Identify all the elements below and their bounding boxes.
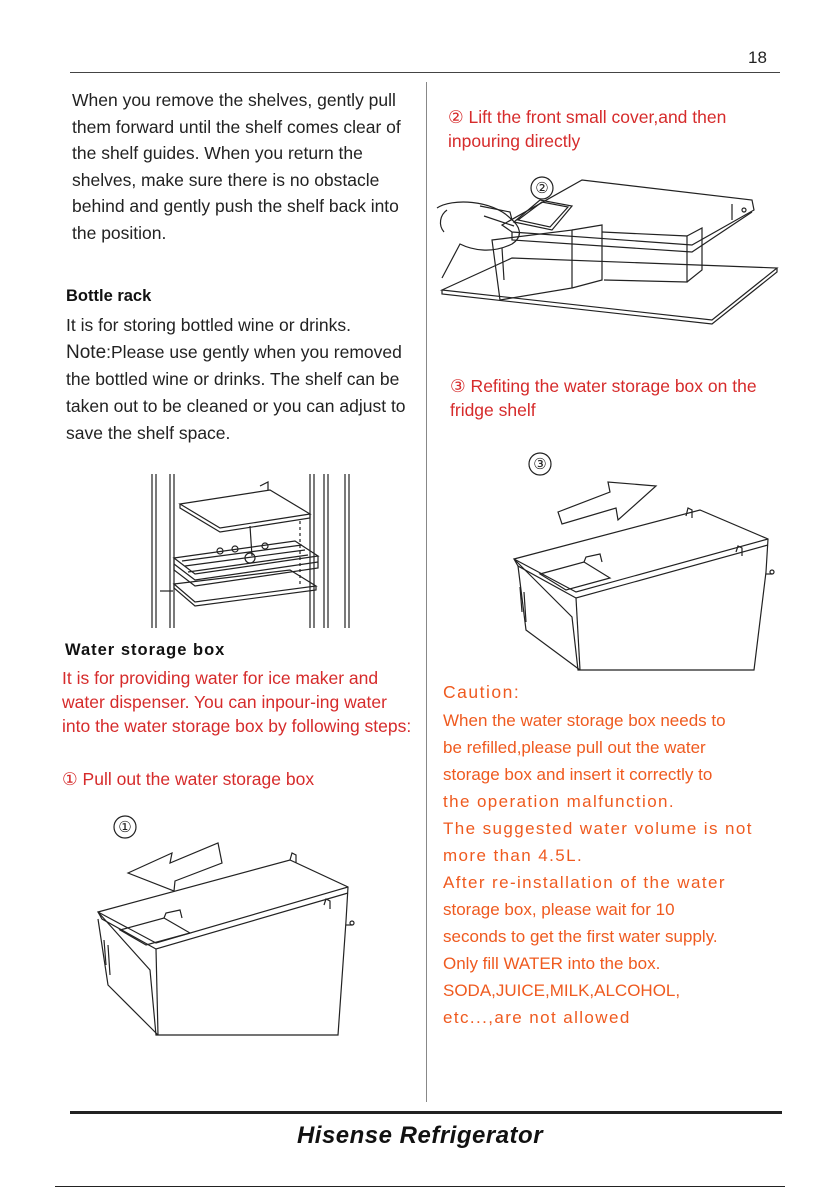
step1-illustration: ① bbox=[90, 815, 360, 1040]
caution-line: storage box, please wait for 10 bbox=[443, 900, 675, 919]
step1-text: ① Pull out the water storage box bbox=[62, 769, 315, 789]
bottle-rack-text: It is for storing bottled wine or drinks… bbox=[66, 312, 416, 447]
caution-line: When the water storage box needs to bbox=[443, 711, 726, 730]
water-storage-heading: Water storage box bbox=[65, 641, 226, 659]
caution-line: SODA,JUICE,MILK,ALCOHOL, bbox=[443, 981, 681, 1000]
caution-title: Caution: bbox=[443, 682, 521, 702]
step2-text: ② Lift the front small cover,and then in… bbox=[448, 107, 727, 151]
bottle-rack-note: Note:Please use gently when you removed … bbox=[66, 339, 416, 447]
caution-line: etc...,are not allowed bbox=[443, 1008, 631, 1027]
note-text: :Please use gently when you removed the … bbox=[66, 342, 406, 443]
bottle-rack-heading: Bottle rack bbox=[66, 287, 152, 305]
step3-text: ③ Refiting the water storage box on the … bbox=[450, 376, 757, 420]
caution-line: seconds to get the first water supply. bbox=[443, 927, 718, 946]
bottle-rack-line1: It is for storing bottled wine or drinks… bbox=[66, 315, 351, 335]
caution-line: the operation malfunction. bbox=[443, 792, 676, 811]
caution-line: be refilled,please pull out the water bbox=[443, 738, 706, 757]
column-divider bbox=[426, 82, 427, 1102]
step1-marker: ① bbox=[118, 818, 131, 836]
page-number: 18 bbox=[748, 48, 767, 67]
caution-line: After re-installation of the water bbox=[443, 873, 726, 892]
caution-text: When the water storage box needs to be r… bbox=[443, 707, 788, 1031]
footer-rule bbox=[55, 1186, 785, 1187]
footer-brand: Hisense Refrigerator bbox=[296, 1122, 544, 1149]
caution-line: The suggested water volume is not bbox=[443, 819, 753, 838]
step3-marker: ③ bbox=[533, 455, 546, 473]
step2-marker: ② bbox=[535, 179, 548, 197]
caution-line: Only fill WATER into the box. bbox=[443, 954, 661, 973]
bottom-rule bbox=[70, 1111, 782, 1114]
water-storage-intro: It is for providing water for ice maker … bbox=[62, 668, 412, 736]
bottle-rack-illustration bbox=[140, 466, 360, 631]
top-rule bbox=[70, 72, 780, 73]
note-label: Note bbox=[66, 342, 107, 363]
caution-line: storage box and insert it correctly to bbox=[443, 765, 713, 784]
caution-line: more than 4.5L. bbox=[443, 846, 584, 865]
step3-illustration: ③ bbox=[500, 452, 775, 677]
shelves-instructions: When you remove the shelves, gently pull… bbox=[72, 90, 401, 243]
step2-illustration: ② bbox=[432, 170, 782, 330]
